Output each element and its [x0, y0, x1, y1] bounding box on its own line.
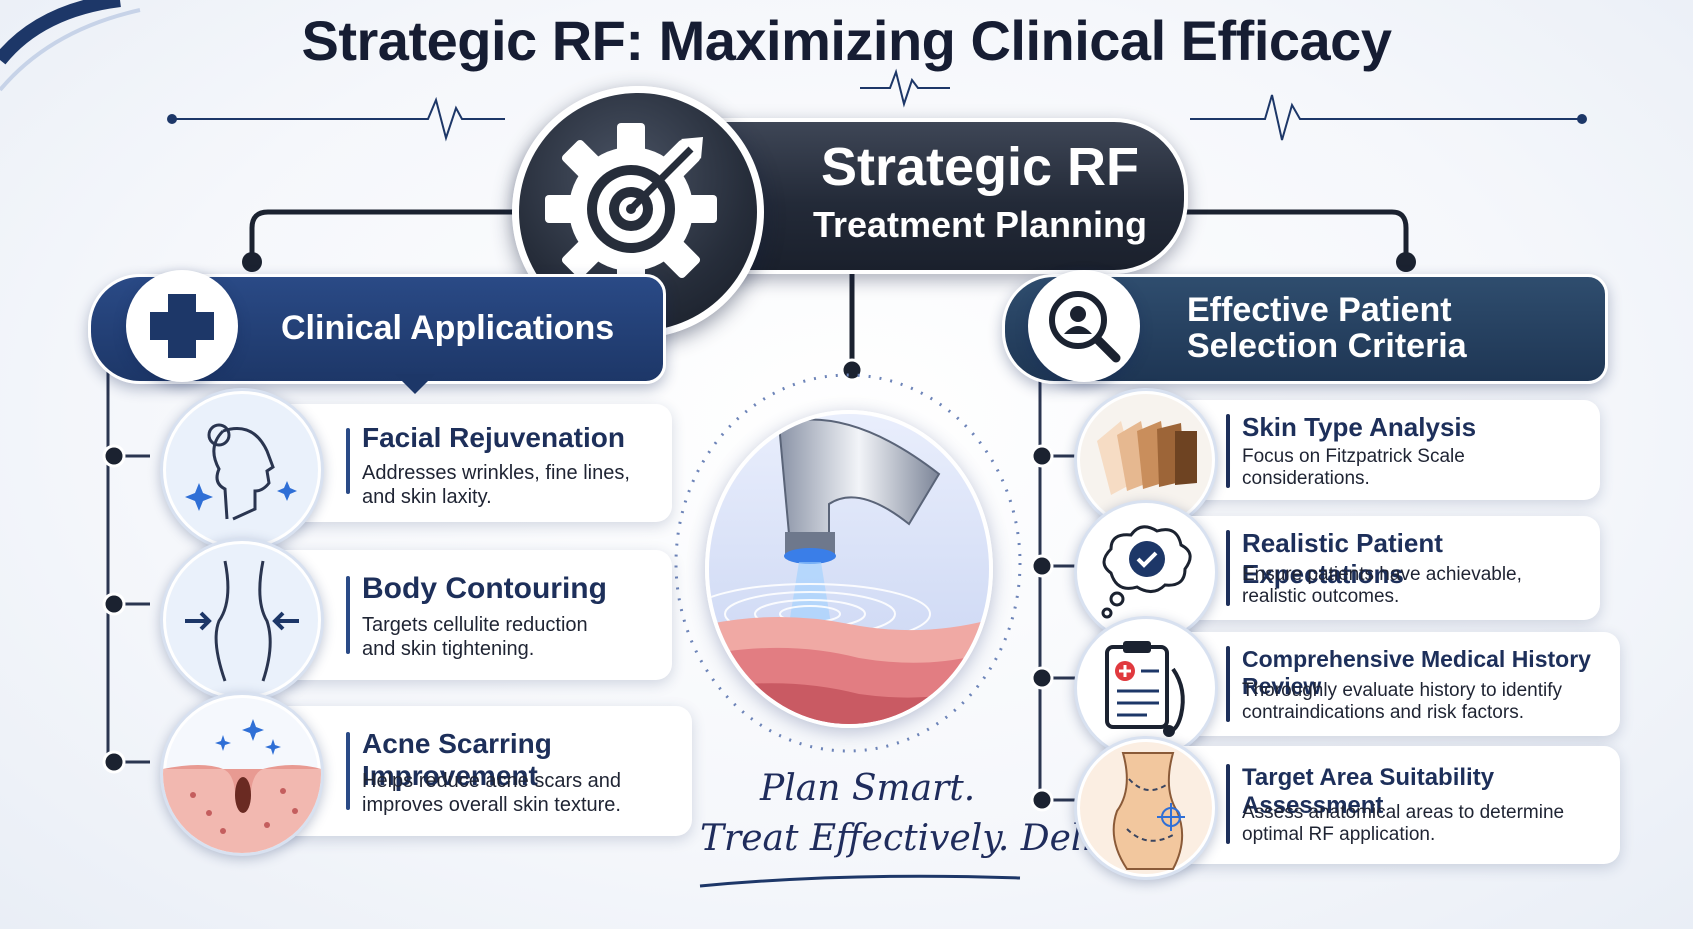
card-desc: Addresses wrinkles, fine lines,	[362, 462, 630, 484]
rf-device-illustration	[705, 410, 993, 728]
section-title: Clinical Applications	[281, 309, 615, 347]
card-desc: and skin laxity.	[362, 486, 492, 508]
card-desc: Helps reduce acne scars and	[362, 770, 622, 792]
slogan-line-1: Plan Smart.	[760, 768, 976, 809]
body-target-icon	[1074, 736, 1218, 880]
card-desc: optimal RF application.	[1242, 824, 1436, 845]
face-profile-icon	[160, 388, 324, 552]
hub-subtitle: Treatment Planning	[812, 204, 1148, 245]
hub-title: Strategic RF	[820, 137, 1140, 197]
card-desc: Thoroughly evaluate history to identify	[1242, 680, 1563, 701]
card-title: Target Area Suitability Assessment	[1242, 764, 1495, 819]
card-desc: Ensure patients have achievable,	[1242, 564, 1522, 585]
card-accent-bar	[1226, 764, 1230, 844]
section-title-line-1: Effective Patient	[1187, 291, 1452, 329]
card-accent-bar	[346, 576, 350, 654]
rf-device-icon	[709, 414, 989, 724]
card-desc: Focus on Fitzpatrick Scale	[1242, 446, 1465, 467]
body-contour-icon	[160, 538, 324, 702]
card-desc: improves overall skin texture.	[362, 794, 621, 816]
card-title: Facial Rejuvenation	[362, 422, 625, 453]
card-desc: realistic outcomes.	[1242, 586, 1400, 607]
card-title: Comprehensive Medical History Review	[1242, 646, 1591, 699]
card-accent-bar	[1226, 646, 1230, 722]
card-desc: considerations.	[1242, 468, 1370, 489]
card-desc: and skin tightening.	[362, 638, 535, 660]
card-target-area-assessment: Target Area Suitability Assessment Asses…	[1130, 746, 1620, 864]
card-title: Realistic Patient Expectations	[1242, 528, 1443, 589]
card-desc: Targets cellulite reduction	[362, 614, 588, 636]
card-title: Body Contouring	[362, 572, 607, 605]
section-icon-circle	[126, 270, 238, 382]
section-icon-circle	[1028, 270, 1140, 382]
card-accent-bar	[1226, 414, 1230, 488]
card-accent-bar	[346, 428, 350, 494]
card-desc: Assess anatomical areas to determine	[1242, 802, 1565, 823]
person-search-icon	[1049, 291, 1121, 363]
medical-cross-icon	[150, 294, 214, 358]
card-desc: contraindications and risk factors.	[1242, 702, 1524, 723]
card-title: Skin Type Analysis	[1242, 412, 1477, 442]
section-title-line-2: Selection Criteria	[1187, 327, 1467, 365]
card-title: Acne Scarring Improvement	[362, 728, 552, 791]
skin-scar-icon	[160, 692, 324, 856]
card-accent-bar	[346, 732, 350, 810]
target-gear-icon	[545, 123, 717, 295]
header-pointer	[395, 374, 435, 394]
page-title: Strategic RF: Maximizing Clinical Effica…	[301, 9, 1392, 72]
card-accent-bar	[1226, 530, 1230, 606]
